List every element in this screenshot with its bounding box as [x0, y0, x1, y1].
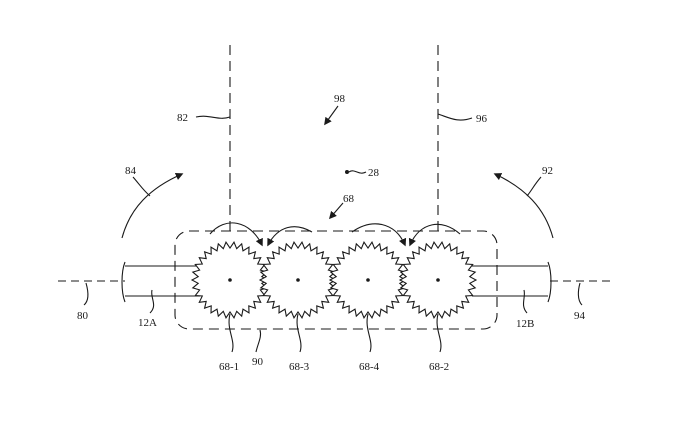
leader-68-2 [436, 313, 442, 353]
gear-68-4-center [366, 278, 370, 282]
label-68: 68 [343, 193, 355, 205]
leader-12a [149, 289, 155, 314]
mesh-arrow-4 [408, 223, 461, 247]
gear-68-2-center [436, 278, 440, 282]
label-68-3: 68-3 [289, 361, 310, 373]
label-28: 28 [368, 167, 380, 179]
mesh-arrow-1 [209, 222, 263, 247]
label-12a: 12A [138, 317, 157, 329]
leader-92 [526, 176, 542, 197]
enclosure-90 [174, 230, 498, 330]
leader-94 [577, 282, 583, 306]
shaft-12b [472, 261, 552, 303]
leader-96 [437, 113, 473, 121]
label-82: 82 [177, 112, 188, 124]
gear-68-3-center [296, 278, 300, 282]
leader-80 [83, 282, 89, 306]
leader-98 [324, 105, 339, 126]
label-68-2: 68-2 [429, 361, 449, 373]
label-68-4: 68-4 [359, 361, 380, 373]
leader-12b [522, 289, 528, 314]
rotation-arrow-92 [493, 173, 554, 239]
leader-68-4 [366, 313, 372, 353]
label-68-1: 68-1 [219, 361, 239, 373]
shaft-12a [121, 261, 200, 303]
label-96: 96 [476, 113, 488, 125]
leader-84 [132, 176, 151, 197]
label-94: 94 [574, 310, 586, 322]
leader-68-1 [228, 313, 234, 353]
leader-28 [348, 170, 367, 174]
label-90: 90 [252, 356, 264, 368]
label-92: 92 [542, 165, 553, 177]
mesh-arrow-2 [267, 226, 313, 247]
label-84: 84 [125, 165, 137, 177]
point-28 [345, 170, 349, 174]
leader-82 [195, 115, 231, 119]
label-98: 98 [334, 93, 346, 105]
rotation-arrow-84 [121, 172, 184, 239]
leader-90 [255, 329, 262, 353]
label-80: 80 [77, 310, 89, 322]
gear-68-1-center [228, 278, 232, 282]
leader-68 [328, 202, 344, 220]
label-12b: 12B [516, 318, 534, 330]
mesh-arrow-3 [351, 223, 407, 247]
leader-68-3 [296, 313, 302, 353]
